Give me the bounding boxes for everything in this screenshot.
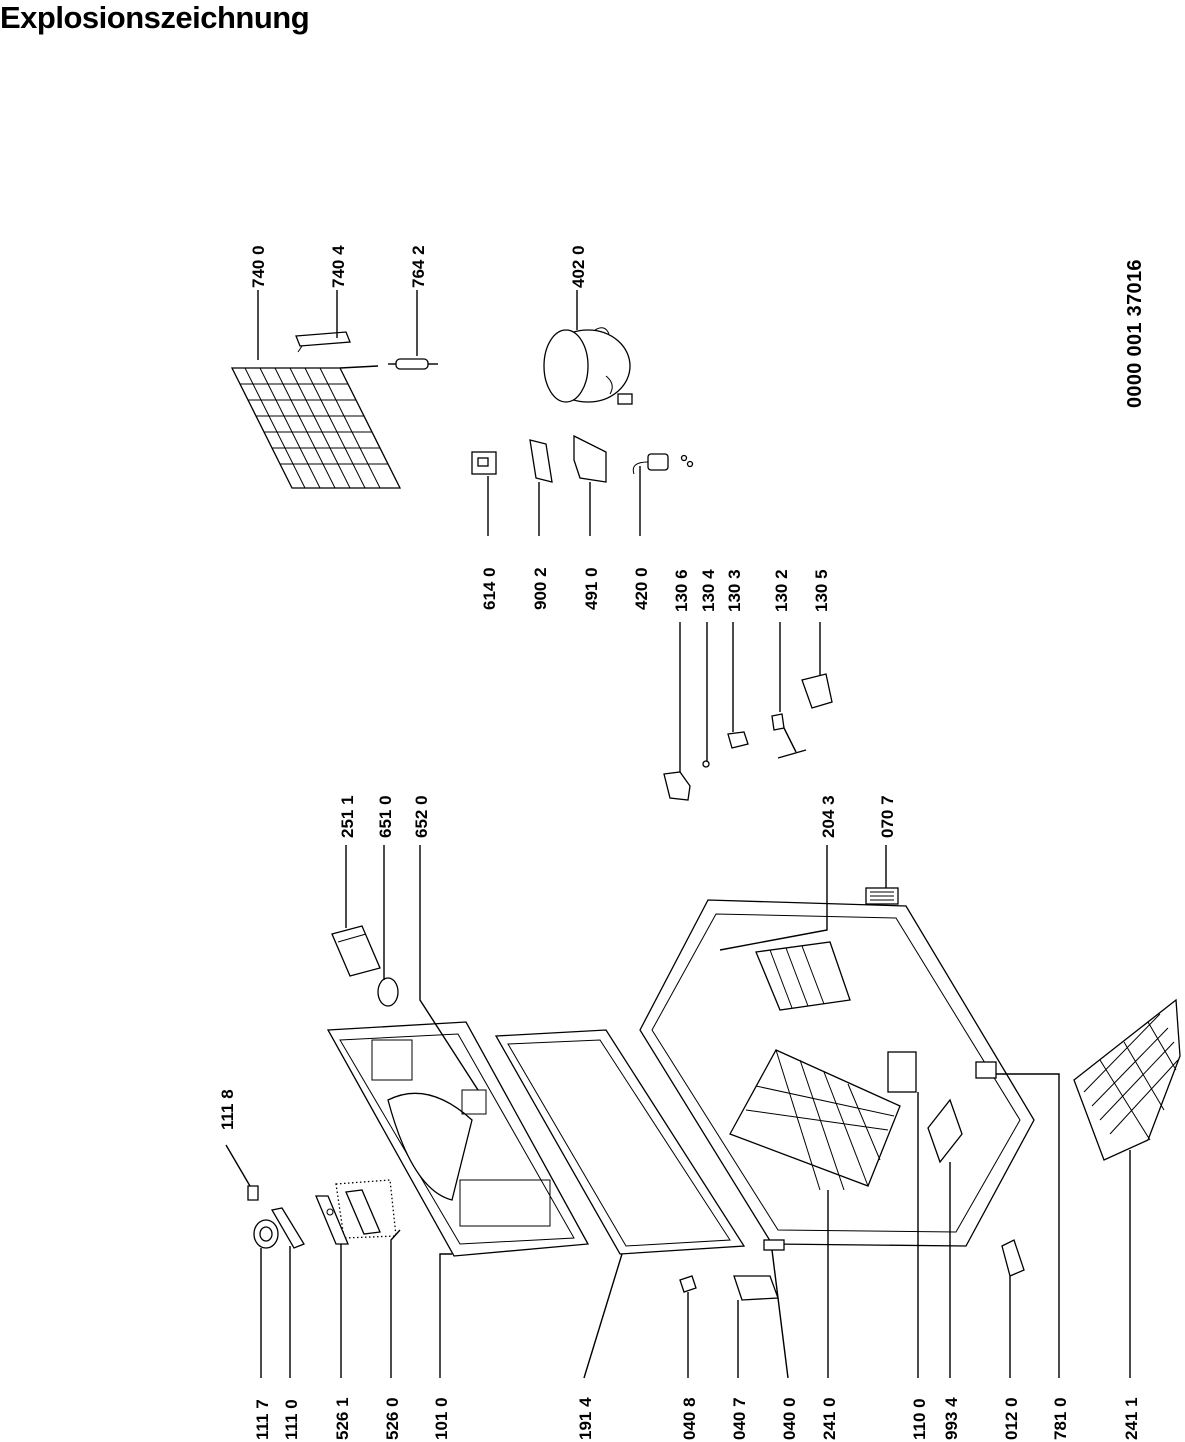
control-panel-part — [315, 1195, 349, 1245]
part-label: 781 0 — [1051, 1397, 1070, 1440]
condenser-bracket-part — [295, 331, 351, 353]
thermostat-sensor-part — [771, 713, 807, 759]
part-label: 614 0 — [480, 567, 499, 610]
part-label: 012 0 — [1002, 1397, 1021, 1440]
part-label: 420 0 — [632, 567, 651, 610]
part-label: 130 5 — [812, 569, 831, 612]
part-label: 111 8 — [218, 1089, 237, 1130]
part-label: 993 4 — [942, 1397, 961, 1440]
wire-basket-part — [1073, 998, 1181, 1161]
part-label: 101 0 — [432, 1397, 451, 1440]
part-label: 900 2 — [531, 567, 550, 610]
part-label: 491 0 — [582, 567, 601, 610]
part-label: 191 4 — [576, 1397, 595, 1440]
part-label: 040 8 — [680, 1397, 699, 1440]
starter-relay-part — [471, 451, 497, 475]
lamp-housing-part — [331, 925, 381, 977]
part-label: 111 7 — [253, 1399, 272, 1440]
part-label: 040 7 — [730, 1397, 749, 1440]
part-label: 130 2 — [772, 569, 791, 612]
screw-part — [702, 760, 710, 768]
part-label: 651 0 — [376, 795, 395, 838]
part-label: 241 1 — [1122, 1397, 1141, 1440]
leader-lines — [225, 290, 1131, 1379]
relay-cover-part — [573, 434, 607, 483]
page-title: Explosionszeichnung — [0, 0, 310, 35]
cover-plate-part — [529, 439, 553, 483]
hinge-part — [733, 1275, 779, 1301]
part-label: 740 4 — [329, 245, 348, 288]
drain-plug-part — [1001, 1239, 1025, 1277]
part-label: 110 0 — [910, 1398, 929, 1440]
part-labels: 740 0 740 4 764 2 402 0 614 0 900 2 491 … — [218, 245, 1141, 1440]
hinge-cover-part — [663, 771, 691, 801]
door-gasket-part — [494, 1029, 746, 1255]
lock-key-part — [247, 1185, 259, 1201]
handle-part — [270, 1207, 305, 1249]
part-label: 764 2 — [409, 245, 428, 288]
part-label: 251 1 — [338, 795, 357, 838]
filter-dryer-part — [388, 358, 438, 370]
document-number: 0000 001 37016 — [1124, 259, 1146, 408]
foot-clip-part — [679, 1275, 697, 1293]
condenser-coil-part — [230, 365, 402, 489]
part-label: 526 0 — [383, 1397, 402, 1440]
part-label: 402 0 — [569, 245, 588, 288]
control-board-part — [345, 1189, 381, 1235]
lock-ring-part — [253, 1219, 279, 1249]
part-label: 070 7 — [878, 795, 897, 838]
bracket-part-130-5 — [801, 673, 833, 709]
part-label: 130 4 — [699, 569, 718, 612]
part-label: 040 0 — [780, 1397, 799, 1440]
compressor-part — [543, 327, 633, 405]
capacitor-part — [632, 453, 694, 475]
part-label: 526 1 — [333, 1397, 352, 1440]
part-label: 130 3 — [725, 569, 744, 612]
clip-part — [727, 731, 749, 749]
lamp-bulb-part — [377, 977, 399, 1007]
part-label: 241 0 — [820, 1397, 839, 1440]
ventilation-grille-part — [865, 887, 899, 905]
part-label: 111 0 — [282, 1399, 301, 1440]
part-label: 740 0 — [249, 245, 268, 288]
part-label: 652 0 — [412, 795, 431, 838]
cabinet-body-part — [639, 899, 1035, 1251]
lid-part — [326, 1021, 590, 1257]
part-label: 204 3 — [819, 795, 838, 838]
part-label: 130 6 — [672, 569, 691, 612]
